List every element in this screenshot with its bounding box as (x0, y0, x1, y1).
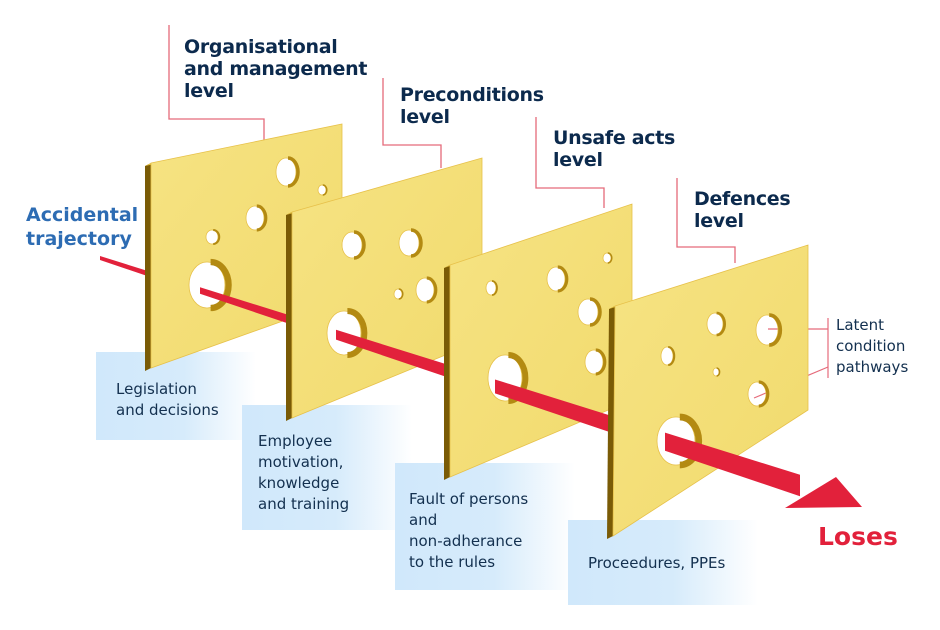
arrow-segment-4 (495, 379, 615, 434)
connector-organisational (168, 25, 265, 143)
connector-unsafe-acts (535, 117, 605, 208)
level-title-preconditions: Preconditions level (400, 84, 544, 128)
level-box-defences (568, 520, 758, 605)
hole-inner-shadow (322, 184, 328, 196)
level-box-unsafe-acts (395, 463, 575, 590)
title-line: Preconditions (400, 84, 544, 106)
label-line: trajectory (26, 228, 132, 250)
label-line: Latent (836, 316, 885, 334)
arrow-segment-1 (100, 256, 151, 278)
level-desc-preconditions: Employee motivation, knowledge and train… (258, 431, 349, 515)
cheese-slice-2 (286, 157, 483, 421)
arrow-segment-5 (665, 432, 800, 497)
latent-condition-label: Latent condition pathways (836, 315, 908, 378)
desc-line: non-adherance (409, 532, 523, 550)
hole-inner-shadow (679, 413, 703, 469)
desc-line: to the rules (409, 553, 496, 571)
hole-inner-shadow (668, 345, 676, 367)
title-line: Unsafe acts (553, 127, 676, 149)
desc-line: Fault of persons (409, 490, 529, 508)
slice-edge (607, 306, 615, 539)
title-line: level (694, 210, 744, 232)
connector-preconditions (382, 78, 442, 168)
arrow-body (200, 287, 292, 325)
cheese-slice-4 (607, 244, 809, 539)
title-line: level (400, 106, 450, 128)
arrow-body (665, 432, 800, 497)
slice-edge (286, 212, 292, 421)
hole-inner-shadow (287, 156, 300, 188)
hole-inner-shadow (768, 313, 783, 347)
slice-face (612, 244, 809, 537)
level-desc-defences: Proceedures, PPEs (588, 553, 725, 574)
hole-inner-shadow (210, 258, 232, 312)
hole-inner-shadow (607, 252, 613, 264)
desc-line: Proceedures, PPEs (588, 554, 726, 572)
title-line: and management (184, 58, 368, 80)
desc-line: and (409, 511, 438, 529)
level-desc-organisational: Legislation and decisions (116, 379, 219, 421)
arrow-segment-3 (336, 329, 450, 379)
hole-inner-shadow (398, 288, 404, 300)
hole-inner-shadow (589, 297, 602, 327)
desc-line: knowledge (258, 474, 340, 492)
arrow-segment-2 (200, 287, 292, 325)
level-box-organisational (96, 352, 256, 440)
hole-inner-shadow (213, 228, 221, 246)
desc-line: Legislation (116, 380, 197, 398)
accidental-trajectory-label: Accidental trajectory (26, 203, 138, 251)
hole-inner-shadow (557, 265, 569, 293)
hole-inner-shadow (347, 308, 368, 358)
arrow-body (336, 329, 450, 379)
label-line: condition (836, 337, 906, 355)
level-title-organisational: Organisational and management level (184, 36, 367, 102)
arrow-head (785, 477, 862, 508)
label-line: pathways (836, 358, 909, 376)
desc-line: and training (258, 495, 350, 513)
desc-line: and decisions (116, 401, 219, 419)
title-line: Organisational (184, 36, 338, 58)
level-title-unsafe-acts: Unsafe acts level (553, 127, 675, 171)
arrow-body (495, 379, 615, 434)
hole-inner-shadow (426, 276, 438, 304)
arrow-body (100, 256, 151, 278)
hole-inner-shadow (353, 230, 366, 260)
slice-edge (444, 265, 450, 480)
title-line: level (184, 80, 234, 102)
desc-line: motivation, (258, 453, 344, 471)
desc-line: Employee (258, 432, 333, 450)
hole-inner-shadow (256, 204, 268, 232)
level-desc-unsafe-acts: Fault of persons and non-adherance to th… (409, 489, 528, 573)
connector-lines (168, 25, 736, 263)
hole-inner-shadow (410, 228, 423, 258)
hole-inner-shadow (716, 311, 726, 337)
loses-label: Loses (818, 522, 898, 551)
title-line: Defences (694, 188, 791, 210)
hole-inner-shadow (758, 380, 770, 408)
level-title-defences: Defences level (694, 188, 791, 232)
title-line: level (553, 149, 603, 171)
hole-inner-shadow (716, 367, 721, 377)
label-line: Accidental (26, 204, 139, 226)
connector-defences (676, 178, 736, 263)
hole-inner-shadow (595, 348, 607, 376)
level-box-preconditions (242, 405, 412, 530)
hole-inner-shadow (491, 280, 498, 296)
slice-edge (145, 163, 151, 371)
